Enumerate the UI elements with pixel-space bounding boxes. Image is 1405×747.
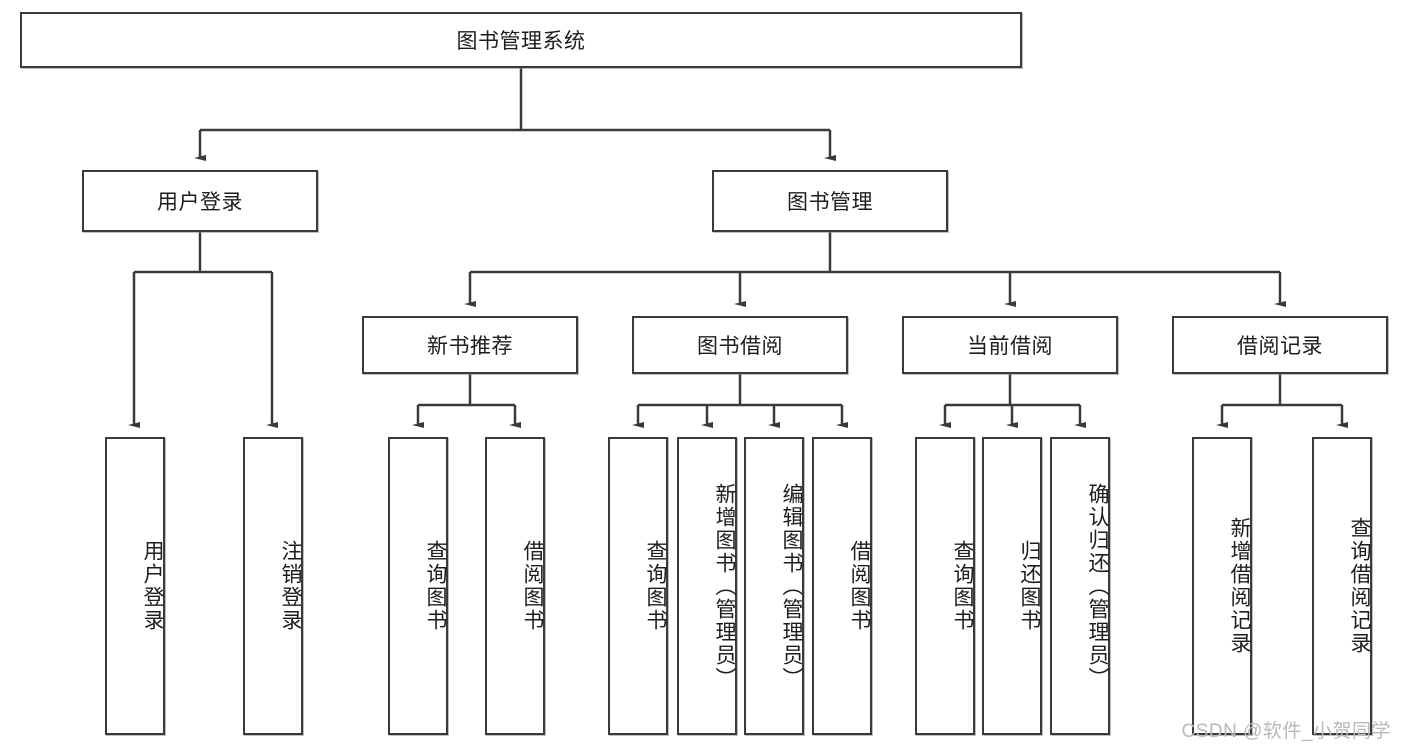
node-leaf-query-book-1[interactable]: 查询图书 bbox=[388, 437, 448, 735]
node-new-book-recommend-label: 新书推荐 bbox=[427, 335, 513, 358]
node-leaf-query-book-2-label: 查询图书 bbox=[644, 540, 667, 632]
node-leaf-logout[interactable]: 注销登录 bbox=[243, 437, 303, 735]
node-new-book-recommend[interactable]: 新书推荐 bbox=[362, 316, 578, 374]
node-current-borrow-label: 当前借阅 bbox=[967, 335, 1053, 358]
node-leaf-return-book[interactable]: 归还图书 bbox=[982, 437, 1042, 735]
node-leaf-query-book-3-label: 查询图书 bbox=[951, 540, 974, 632]
node-leaf-query-record-label: 查询借阅记录 bbox=[1348, 517, 1371, 655]
node-book-manage[interactable]: 图书管理 bbox=[712, 170, 948, 232]
node-leaf-edit-book[interactable]: 编辑图书（管理员） bbox=[744, 437, 804, 735]
node-leaf-confirm-return[interactable]: 确认归还（管理员） bbox=[1050, 437, 1110, 735]
node-leaf-confirm-return-label: 确认归还（管理员） bbox=[1086, 482, 1109, 690]
node-leaf-return-book-label: 归还图书 bbox=[1018, 540, 1041, 632]
node-leaf-query-record[interactable]: 查询借阅记录 bbox=[1312, 437, 1372, 735]
node-leaf-query-book-2[interactable]: 查询图书 bbox=[608, 437, 668, 735]
watermark-text: CSDN @软件_小贺同学 bbox=[1181, 721, 1391, 742]
node-leaf-add-book-label: 新增图书（管理员） bbox=[713, 482, 736, 690]
node-leaf-query-book-1-label: 查询图书 bbox=[424, 540, 447, 632]
node-user-login-label: 用户登录 bbox=[157, 191, 243, 214]
node-borrow-record[interactable]: 借阅记录 bbox=[1172, 316, 1388, 374]
node-leaf-add-record[interactable]: 新增借阅记录 bbox=[1192, 437, 1252, 735]
node-leaf-add-record-label: 新增借阅记录 bbox=[1228, 517, 1251, 655]
node-leaf-user-login[interactable]: 用户登录 bbox=[105, 437, 165, 735]
node-leaf-logout-label: 注销登录 bbox=[279, 540, 302, 632]
node-book-manage-label: 图书管理 bbox=[787, 191, 873, 214]
node-leaf-borrow-book-1-label: 借阅图书 bbox=[521, 540, 544, 632]
node-leaf-query-book-3[interactable]: 查询图书 bbox=[915, 437, 975, 735]
node-leaf-borrow-book-2-label: 借阅图书 bbox=[848, 540, 871, 632]
node-user-login[interactable]: 用户登录 bbox=[82, 170, 318, 232]
node-root-label: 图书管理系统 bbox=[456, 30, 586, 53]
node-borrow-record-label: 借阅记录 bbox=[1237, 335, 1323, 358]
node-leaf-add-book[interactable]: 新增图书（管理员） bbox=[677, 437, 737, 735]
node-leaf-borrow-book-1[interactable]: 借阅图书 bbox=[485, 437, 545, 735]
node-leaf-edit-book-label: 编辑图书（管理员） bbox=[780, 482, 803, 690]
node-leaf-user-login-label: 用户登录 bbox=[141, 540, 164, 632]
node-book-borrow-label: 图书借阅 bbox=[697, 335, 783, 358]
node-book-borrow[interactable]: 图书借阅 bbox=[632, 316, 848, 374]
node-leaf-borrow-book-2[interactable]: 借阅图书 bbox=[812, 437, 872, 735]
node-root[interactable]: 图书管理系统 bbox=[20, 12, 1022, 68]
node-current-borrow[interactable]: 当前借阅 bbox=[902, 316, 1118, 374]
